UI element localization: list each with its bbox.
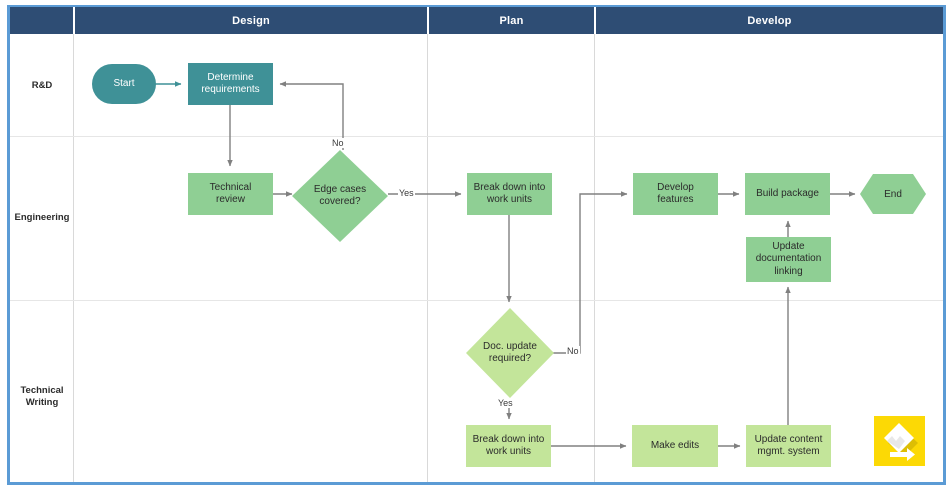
header-divider-1 [73, 7, 75, 34]
watermark-logo [874, 416, 925, 466]
lane-divider-horizontal-2 [10, 300, 943, 301]
node-update-cms-line2: mgmt. system [757, 446, 820, 457]
node-end-label: End [884, 188, 902, 200]
lane-label-technical-writing-line1: Technical [20, 385, 64, 396]
node-doc-update-required[interactable]: Doc. update required? [466, 308, 554, 398]
frame-border-right [943, 6, 946, 484]
node-edge-cases-covered-line1: Edge cases [313, 183, 367, 195]
node-determine-requirements-line1: Determine [207, 71, 254, 83]
lane-divider-vertical-2 [427, 34, 428, 482]
lane-label-technical-writing[interactable]: Technical Writing [12, 385, 72, 409]
column-header-plan[interactable]: Plan [499, 14, 524, 27]
node-determine-requirements-line2: requirements [201, 84, 260, 95]
node-doc-update-required-line1: Doc. update [483, 340, 537, 352]
node-break-down-tw-line1: Break down into [472, 433, 545, 445]
node-technical-review[interactable]: Technical review [188, 173, 273, 215]
column-header-develop[interactable]: Develop [747, 14, 792, 27]
node-update-doc-linking-line3: linking [774, 265, 803, 277]
lane-label-rnd[interactable]: R&D [31, 80, 53, 91]
node-technical-review-line2: review [216, 194, 245, 205]
node-update-documentation-linking[interactable]: Update documentation linking [746, 237, 831, 282]
node-break-down-eng-line1: Break down into [473, 181, 546, 193]
node-update-content-mgmt-system[interactable]: Update content mgmt. system [746, 425, 831, 467]
column-header-band [10, 7, 943, 34]
node-make-edits-label: Make edits [650, 439, 700, 451]
edge-label-doc-update-no: No [566, 346, 580, 356]
node-edge-cases-covered[interactable]: Edge cases covered? [292, 150, 388, 242]
lane-divider-vertical-3 [594, 34, 595, 482]
node-break-down-tw-line2: work units [485, 446, 531, 457]
node-break-down-work-units-engineering[interactable]: Break down into work units [467, 173, 552, 215]
edge-label-edge-cases-no: No [331, 138, 345, 148]
edge-label-doc-update-yes: Yes [497, 398, 514, 408]
header-divider-3 [594, 7, 596, 34]
frame-border-left [7, 6, 10, 484]
frame-border-top [7, 5, 946, 7]
node-start[interactable]: Start [92, 64, 156, 104]
lane-label-technical-writing-line2: Writing [25, 397, 59, 408]
node-update-doc-linking-line1: Update [772, 240, 805, 252]
node-technical-review-line1: Technical [209, 181, 252, 193]
column-header-design[interactable]: Design [232, 14, 270, 27]
node-edge-cases-covered-line2: covered? [319, 196, 361, 207]
lane-label-engineering[interactable]: Engineering [14, 212, 70, 223]
hexagon-shape [860, 174, 926, 214]
frame-border-bottom [7, 482, 946, 485]
node-develop-features-line2: features [657, 194, 694, 205]
node-end[interactable]: End [860, 174, 926, 214]
diamond-shape [292, 150, 388, 242]
node-make-edits[interactable]: Make edits [632, 425, 718, 467]
node-build-package[interactable]: Build package [745, 173, 830, 215]
node-break-down-eng-line2: work units [486, 194, 532, 205]
lane-divider-vertical-1 [73, 34, 74, 482]
watermark-diamond-arrow-icon [884, 423, 918, 461]
node-update-cms-line1: Update content [754, 433, 823, 445]
node-build-package-label: Build package [756, 187, 819, 199]
node-develop-features[interactable]: Develop features [633, 173, 718, 215]
node-develop-features-line1: Develop [657, 181, 694, 193]
node-doc-update-required-line2: required? [488, 353, 532, 364]
header-divider-2 [427, 7, 429, 34]
node-update-doc-linking-line2: documentation [755, 253, 822, 265]
diamond-shape [466, 308, 554, 398]
lane-divider-horizontal-1 [10, 136, 943, 137]
node-break-down-work-units-technical-writing[interactable]: Break down into work units [466, 425, 551, 467]
node-start-label: Start [113, 77, 135, 89]
node-determine-requirements[interactable]: Determine requirements [188, 63, 273, 105]
edge-label-edge-cases-yes: Yes [398, 188, 415, 198]
